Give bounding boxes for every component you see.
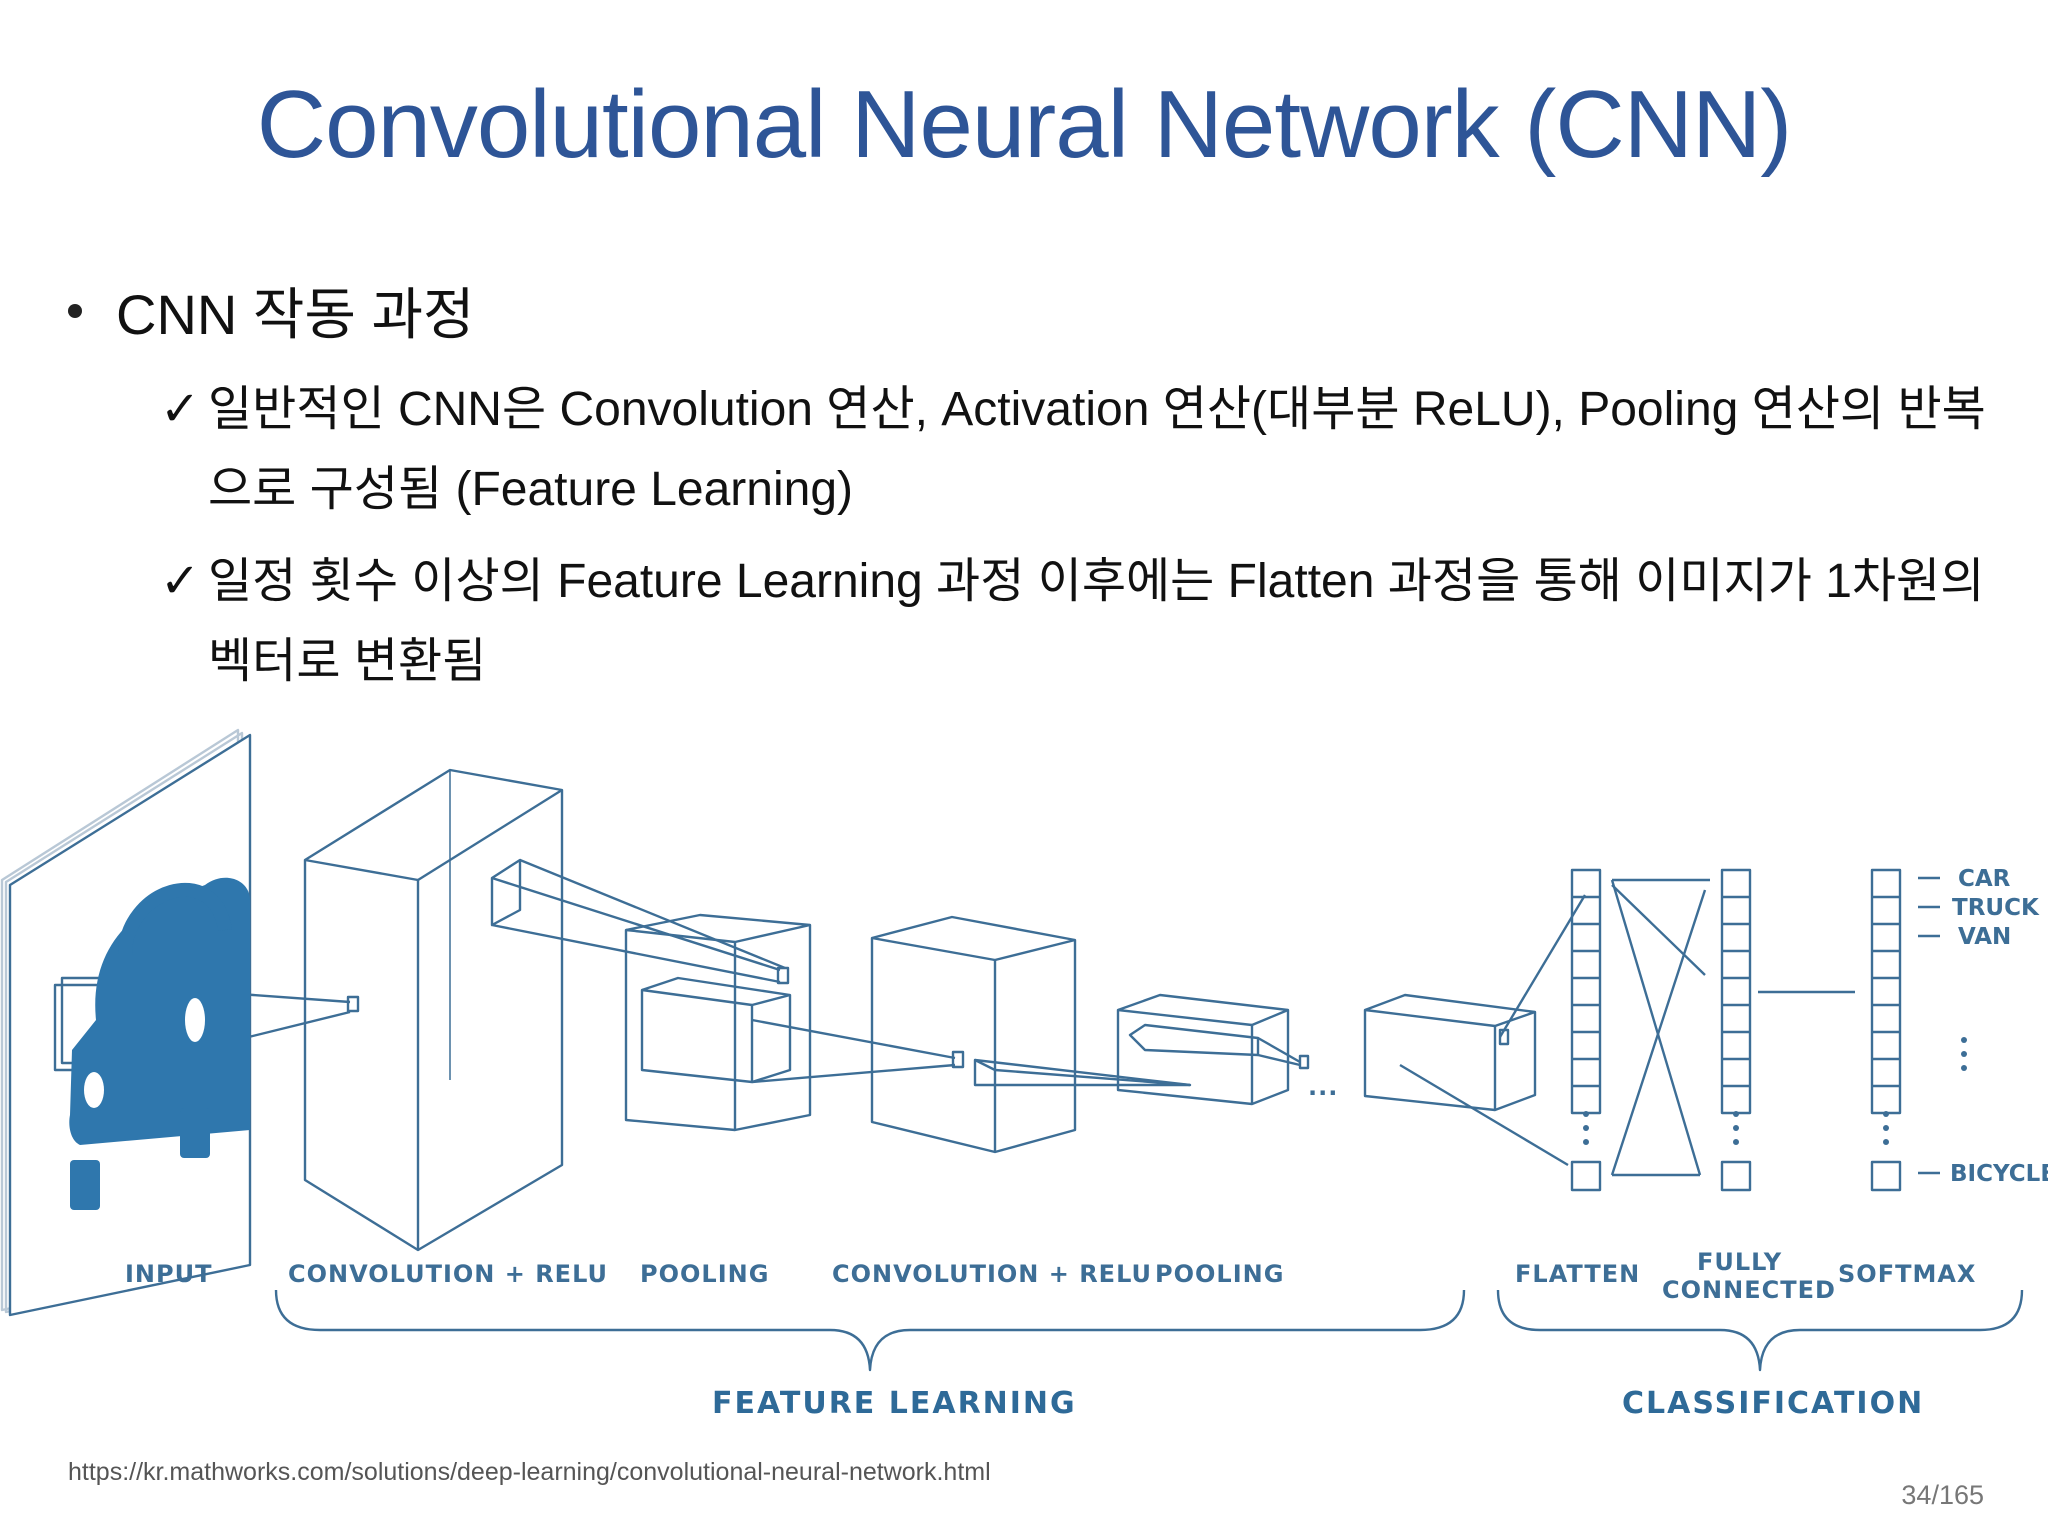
subpoint-2: ✓ 일정 횟수 이상의 Feature Learning 과정 이후에는 Fla… [160,542,1990,702]
main-bullet-text: CNN 작동 과정 [116,283,475,346]
classification-brace [1496,1289,2024,1372]
stage-label-flatten: FLATTEN [1515,1260,1640,1288]
class-label-truck: TRUCK [1952,895,2040,921]
stage-label-pooling-2: POOLING [1155,1260,1284,1288]
class-label-van: VAN [1958,924,2011,950]
bullet-dot [68,303,82,318]
check-mark-icon: ✓ [160,555,201,608]
class-label-car: CAR [1958,866,2011,892]
feature-learning-brace [274,1289,1466,1372]
page-number: 34/165 [1901,1480,1984,1510]
pooling-block-1 [624,913,812,1132]
source-url: https://kr.mathworks.com/solutions/deep-… [68,1458,991,1486]
check-mark-icon: ✓ [160,383,201,436]
stage-label-softmax: SOFTMAX [1838,1260,1976,1288]
fully-connected-vector [1720,868,1752,1192]
stage-label-conv-relu-2: CONVOLUTION + RELU [832,1260,1152,1288]
slide-title: Convolutional Neural Network (CNN) [256,71,1793,178]
between-stage-ellipsis: ... [1308,1073,1338,1101]
pooling-block-2 [1116,993,1310,1106]
feature-block-final [1363,894,1587,1167]
cnn-architecture-diagram: ... CAR TRUCK VAN BICYCLE INPUT CONVOLUT… [0,728,2048,1421]
subpoint-1-text: 일반적인 CNN은 Convolution 연산, Activation 연산(… [208,383,1986,516]
main-bullet: CNN 작동 과정 [68,270,475,351]
stage-label-input: INPUT [125,1260,212,1288]
stage-label-pooling-1: POOLING [640,1260,769,1288]
stage-label-connected: CONNECTED [1662,1276,1836,1304]
group-label-classification: CLASSIFICATION [1622,1386,1924,1421]
stage-label-conv-relu-1: CONVOLUTION + RELU [288,1260,608,1288]
group-label-feature-learning: FEATURE LEARNING [712,1386,1077,1421]
stage-label-fully: FULLY [1697,1248,1782,1276]
subpoint-1: ✓ 일반적인 CNN은 Convolution 연산, Activation 연… [160,370,1990,530]
conv-block-1 [303,768,564,1252]
softmax-vector [1870,868,1902,1192]
subpoint-2-text: 일정 횟수 이상의 Feature Learning 과정 이후에는 Flatt… [208,555,1985,688]
class-label-bicycle: BICYCLE [1950,1161,2048,1187]
conv-block-2 [870,915,1077,1154]
car-icon [69,877,250,1210]
